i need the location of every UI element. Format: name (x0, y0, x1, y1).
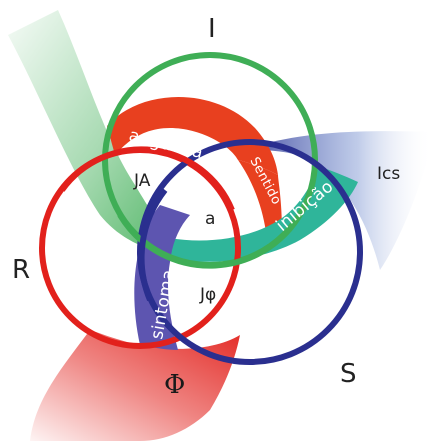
jouissance-other-label: JA (133, 171, 151, 191)
real-tail (30, 330, 240, 441)
imaginary-label: I (208, 14, 216, 44)
object-a-label: a (205, 209, 215, 229)
phallic-jouissance-label: Jφ (199, 285, 216, 305)
unconscious-label: Ics (377, 164, 400, 184)
symbolic-tail (245, 131, 433, 270)
imaginary-tail (8, 10, 175, 255)
sense-band (238, 160, 282, 232)
real-ring-over (59, 146, 235, 212)
anxiety-band (107, 97, 278, 175)
symbolic-label: S (340, 359, 357, 389)
real-label: R (12, 255, 30, 285)
symbolic-ring-over (138, 188, 168, 302)
phi-label: Φ (164, 370, 185, 400)
